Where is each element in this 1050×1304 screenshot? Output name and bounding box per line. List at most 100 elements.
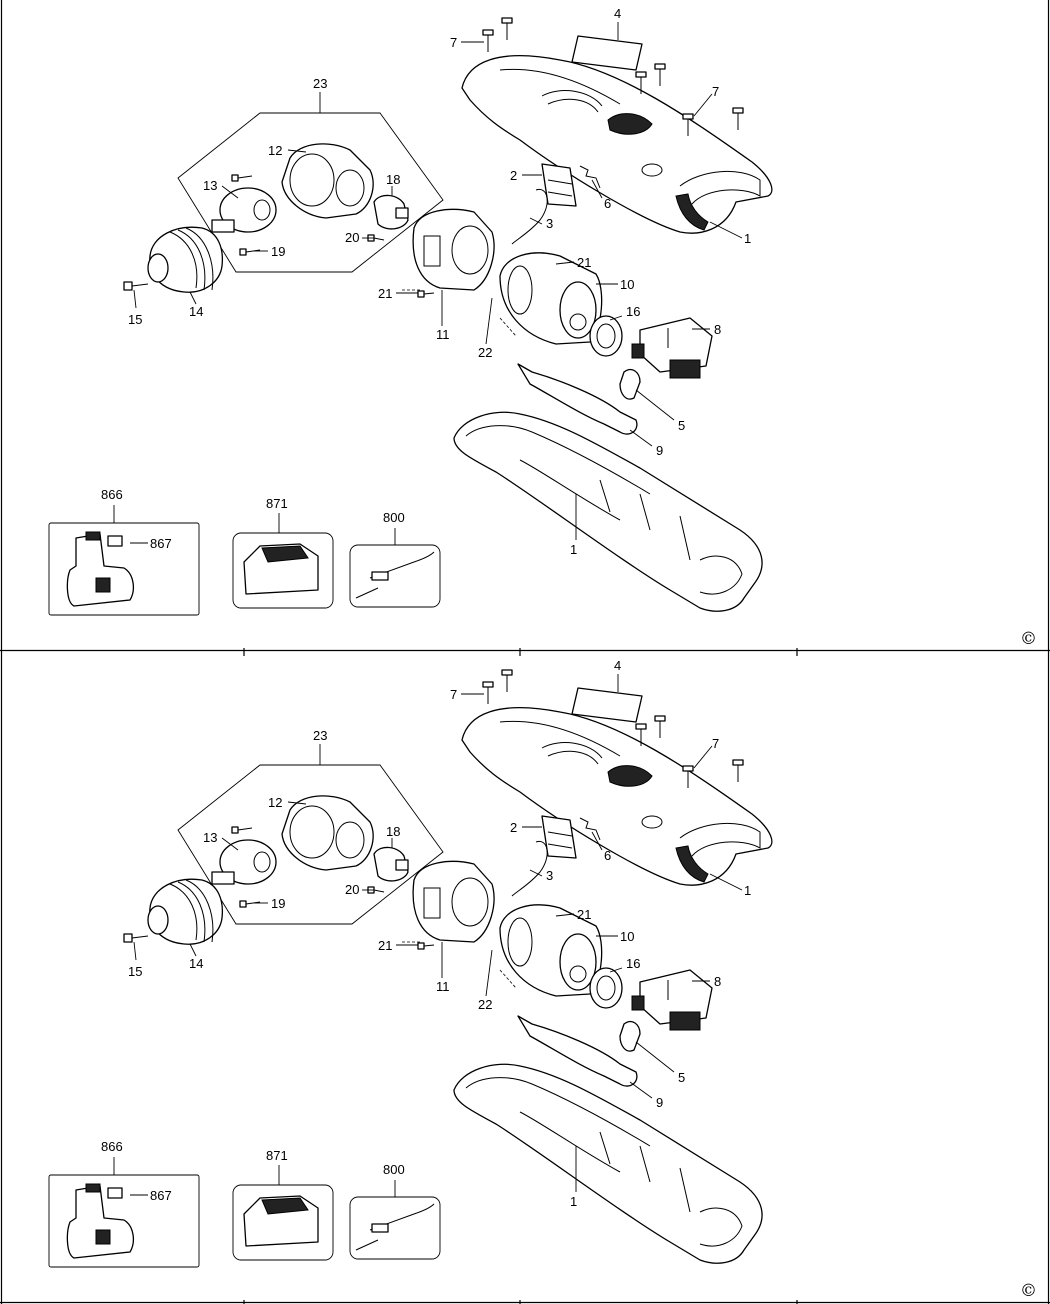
label-800: 800	[383, 1162, 405, 1177]
label-13: 13	[203, 178, 217, 193]
part-labels: 7 4 7 1 2 6 3 23 12 13 18 20 19 15 14 21…	[101, 658, 1037, 1301]
gear	[373, 194, 409, 230]
housing-upper	[461, 707, 773, 886]
gear	[373, 846, 409, 882]
trigger-switch	[631, 317, 713, 379]
leader-lines	[130, 674, 743, 1196]
label-866: 866	[101, 487, 123, 502]
copyright-mark: ©	[1020, 629, 1037, 649]
label-871: 871	[266, 1148, 288, 1163]
label-15: 15	[128, 312, 142, 327]
chuck	[147, 878, 224, 945]
cable-box	[349, 1180, 441, 1260]
leader-lines	[130, 22, 743, 544]
label-18: 18	[386, 172, 400, 187]
label-21: 21	[577, 255, 591, 270]
label-1b: 1	[570, 1194, 577, 1209]
part-labels: 7 4 7 1 2 6 3 23 12 13 18 20 19 15 14 21…	[101, 6, 1037, 649]
label-16: 16	[626, 304, 640, 319]
label-8: 8	[714, 322, 721, 337]
label-7: 7	[450, 687, 457, 702]
label-10: 10	[620, 277, 634, 292]
trigger	[619, 1020, 641, 1052]
label-10: 10	[620, 929, 634, 944]
label-6: 6	[604, 196, 611, 211]
label-23: 23	[313, 76, 327, 91]
bearing-ring	[589, 967, 623, 1009]
label-22: 22	[478, 997, 492, 1012]
label-20: 20	[345, 882, 359, 897]
label-22: 22	[478, 345, 492, 360]
housing-lower	[453, 411, 763, 612]
label-871: 871	[266, 496, 288, 511]
trigger-switch	[631, 969, 713, 1031]
switch-plate	[541, 815, 577, 859]
label-3: 3	[546, 216, 553, 231]
battery-box	[48, 1157, 200, 1268]
cable-box	[349, 528, 441, 608]
label-7: 7	[450, 35, 457, 50]
chuck	[147, 226, 224, 293]
label-14: 14	[189, 304, 203, 319]
label-plate	[571, 35, 643, 71]
label-1: 1	[744, 231, 751, 246]
exploded-view-diagram: 7 4 7 1 2 6 3 23 12 13 18 20 19 15 14 21…	[0, 0, 1050, 652]
label-12: 12	[268, 143, 282, 158]
label-8: 8	[714, 974, 721, 989]
label-7b: 7	[712, 84, 719, 99]
diagram-sheet-bottom: 7 4 7 1 2 6 3 23 12 13 18 20 19 15 14 21…	[0, 652, 1050, 1304]
trigger	[619, 368, 641, 400]
label-15: 15	[128, 964, 142, 979]
label-2: 2	[510, 168, 517, 183]
label-19: 19	[271, 896, 285, 911]
screws-7	[482, 17, 744, 136]
label-4: 4	[614, 658, 621, 673]
gear-case	[412, 860, 495, 943]
label-9: 9	[656, 1095, 663, 1110]
label-3: 3	[546, 868, 553, 883]
label-21b: 21	[378, 938, 392, 953]
label-867: 867	[150, 536, 172, 551]
screws-7	[482, 669, 744, 788]
label-20: 20	[345, 230, 359, 245]
label-23: 23	[313, 728, 327, 743]
gear-housing	[281, 795, 374, 871]
spindle	[211, 187, 277, 233]
spring	[579, 165, 601, 189]
label-18: 18	[386, 824, 400, 839]
label-11: 11	[436, 327, 450, 342]
spindle	[211, 839, 277, 885]
housing-upper	[461, 55, 773, 234]
spring-clip	[511, 188, 548, 245]
label-867: 867	[150, 1188, 172, 1203]
label-5: 5	[678, 418, 685, 433]
label-plate	[571, 687, 643, 723]
label-6: 6	[604, 848, 611, 863]
battery-box	[48, 505, 200, 616]
label-21b: 21	[378, 286, 392, 301]
label-12: 12	[268, 795, 282, 810]
gear-housing	[281, 143, 374, 219]
label-1: 1	[744, 883, 751, 898]
label-16: 16	[626, 956, 640, 971]
label-21: 21	[577, 907, 591, 922]
label-5: 5	[678, 1070, 685, 1085]
label-866: 866	[101, 1139, 123, 1154]
motor	[499, 904, 603, 997]
label-13: 13	[203, 830, 217, 845]
housing-lower	[453, 1063, 763, 1264]
charger-box	[232, 1165, 334, 1261]
diagram-sheet-top: 7 4 7 1 2 6 3 23 12 13 18 20 19 15 14 21…	[0, 0, 1050, 652]
label-11: 11	[436, 979, 450, 994]
group-outline-23	[177, 112, 444, 273]
copyright-mark: ©	[1020, 1281, 1037, 1301]
switch-plate	[541, 163, 577, 207]
label-2: 2	[510, 820, 517, 835]
label-800: 800	[383, 510, 405, 525]
gear-case	[412, 208, 495, 291]
group-outline-23	[177, 764, 444, 925]
charger-box	[232, 513, 334, 609]
spring	[579, 817, 601, 841]
label-9: 9	[656, 443, 663, 458]
exploded-view-diagram-copy: 7 4 7 1 2 6 3 23 12 13 18 20 19 15 14 21…	[0, 652, 1050, 1304]
